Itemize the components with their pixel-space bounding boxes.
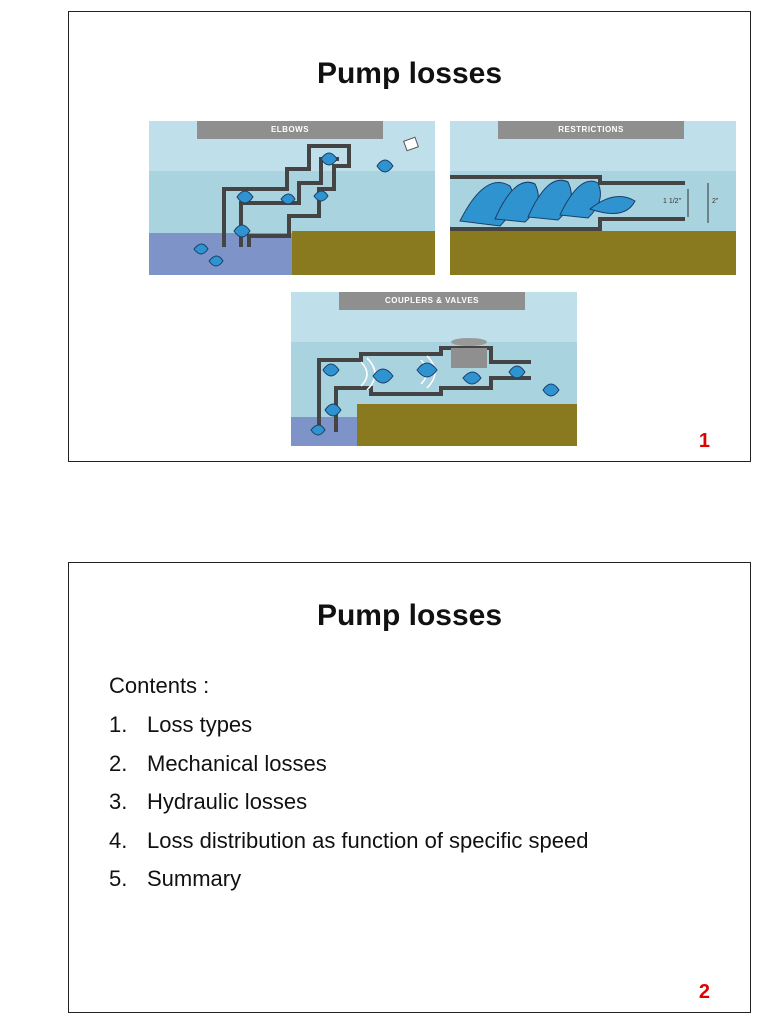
dimension-large: 2"	[712, 198, 719, 205]
contents-items: 1.Loss types 2.Mechanical losses 3.Hydra…	[109, 712, 588, 905]
list-item: 1.Loss types	[109, 712, 253, 737]
list-item: 5.Summary	[109, 866, 242, 891]
list-item: 2.Mechanical losses	[109, 750, 327, 776]
couplers-valves-label: COUPLERS & VALVES	[339, 292, 525, 310]
restrictions-label: RESTRICTIONS	[498, 121, 684, 139]
list-item: 4.Loss distribution as function of speci…	[109, 827, 589, 853]
contents-heading: Contents :	[109, 673, 210, 698]
slide-1: Pump losses ELBOWS	[68, 11, 751, 462]
list-item: 3.Hydraulic losses	[109, 789, 308, 814]
contents-list: Contents : 1.Loss types 2.Mechanical los…	[109, 673, 588, 905]
slide-title: Pump losses	[316, 599, 503, 632]
restrictions-illustration: RESTRICTIONS 1 1/2" 2"	[450, 121, 736, 275]
page-number: 1	[698, 430, 710, 452]
slide-2: Pump losses Contents : 1.Loss types 2.Me…	[68, 562, 751, 1013]
dimension-small: 1 1/2"	[663, 198, 682, 205]
elbows-illustration: ELBOWS	[149, 121, 435, 275]
slide-title: Pump losses	[316, 57, 503, 90]
page-number: 2	[698, 981, 710, 1003]
elbows-label: ELBOWS	[197, 121, 383, 139]
couplers-valves-illustration: COUPLERS & VALVES	[291, 292, 577, 446]
